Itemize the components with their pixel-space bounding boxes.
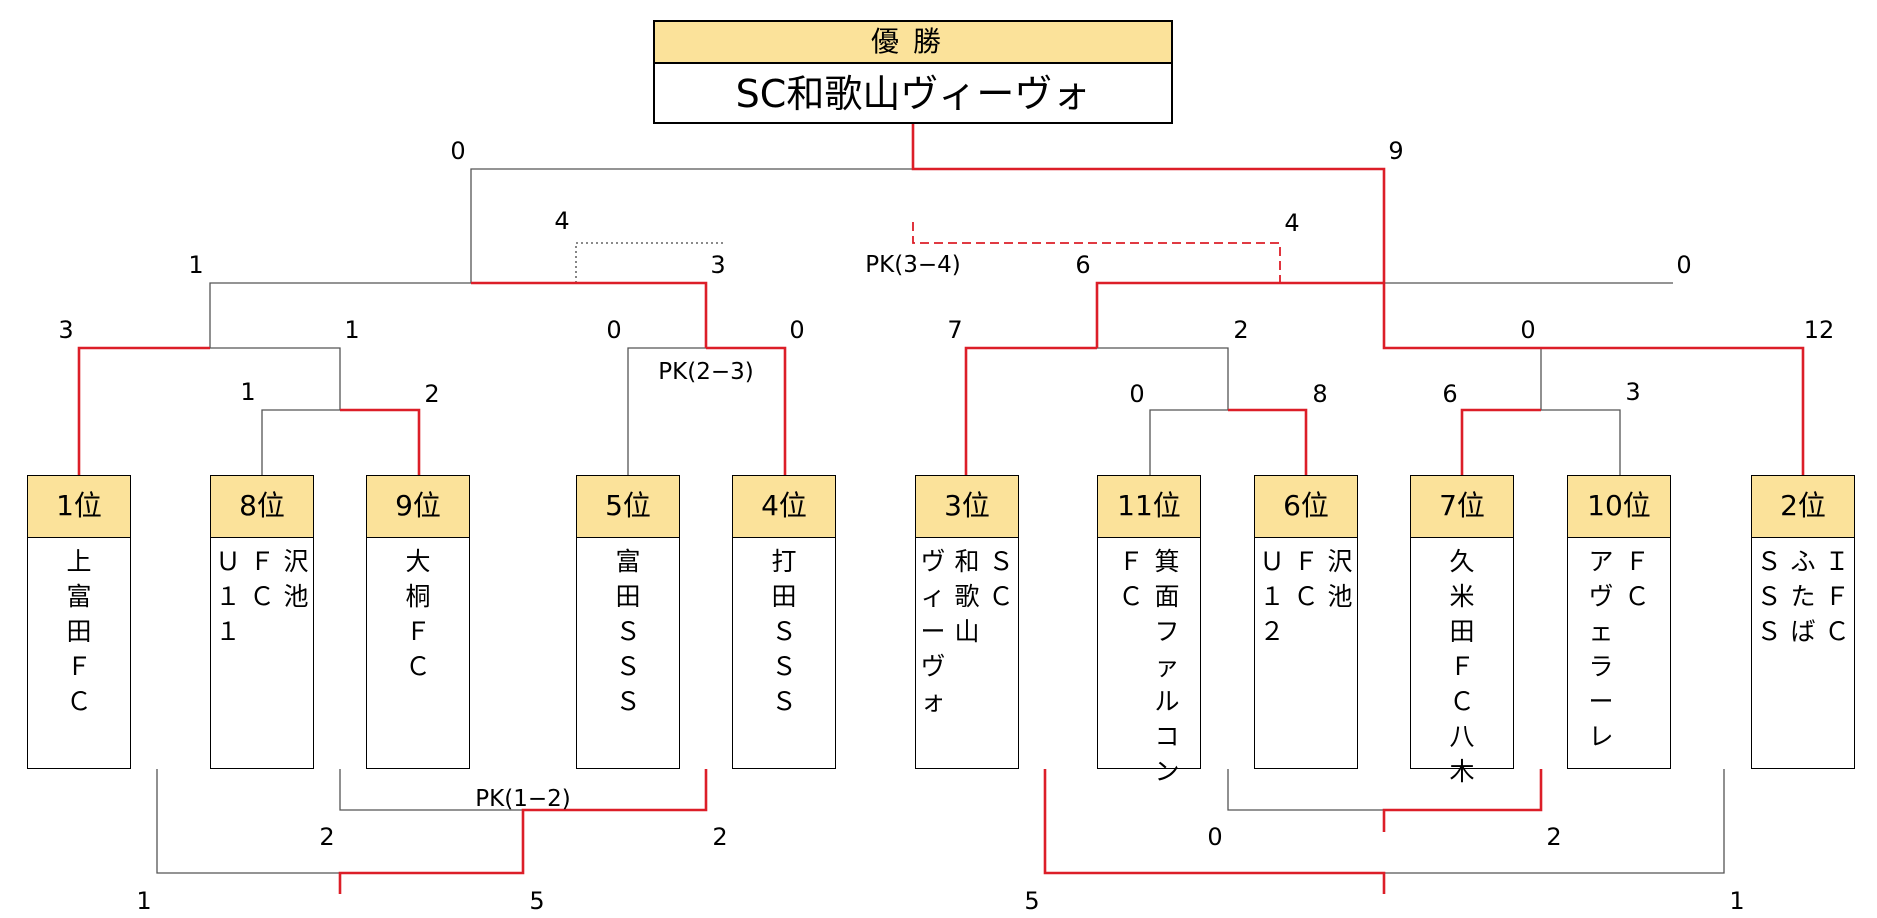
team-rank: 6位 [1255, 476, 1357, 538]
score-final-left: 0 [450, 137, 466, 165]
score-r1a-a: 1 [240, 378, 256, 406]
score-cl-inner-b: 2 [712, 823, 728, 851]
team-name-column: 箕面ファルコン [1154, 547, 1180, 786]
score-qf2-b: 0 [789, 316, 805, 344]
score-sf-right-a: 6 [1075, 251, 1091, 279]
score-r1c-b: 3 [1625, 378, 1641, 406]
score-cr-inner-b: 2 [1546, 823, 1562, 851]
score-qf3-b: 2 [1233, 316, 1249, 344]
team-name-column: 和歌山 [954, 547, 980, 646]
team-rank: 8位 [211, 476, 313, 538]
score-sf-left-a: 1 [188, 251, 204, 279]
score-r1b-a: 0 [1129, 380, 1145, 408]
score-qf1-a: 3 [58, 316, 74, 344]
team-rank: 4位 [733, 476, 835, 538]
champion-header: 優勝 [655, 22, 1171, 64]
loser-lines [156, 168, 1725, 874]
score-sf-right-b: 0 [1676, 251, 1692, 279]
score-third-right: 4 [1284, 209, 1300, 237]
score-sf-left-b: 3 [710, 251, 726, 279]
third-place-loser-line [575, 242, 724, 283]
score-r1b-b: 8 [1312, 380, 1328, 408]
team-rank: 10位 [1568, 476, 1670, 538]
team-name-column: 沢池 [283, 547, 309, 611]
score-cl-outer-a: 1 [136, 887, 152, 915]
team-rank: 1位 [28, 476, 130, 538]
score-qf1-b: 1 [344, 316, 360, 344]
score-r1c-a: 6 [1442, 380, 1458, 408]
score-qf3-a: 7 [947, 316, 963, 344]
score-qf2-a: 0 [606, 316, 622, 344]
pk-third-place: PK(3−4) [865, 252, 961, 278]
score-qf4-a: 0 [1520, 316, 1536, 344]
team-rank: 3位 [916, 476, 1018, 538]
score-r1a-b: 2 [424, 380, 440, 408]
team-rank: 7位 [1411, 476, 1513, 538]
champion-name: SC和歌山ヴィーヴォ [735, 72, 1091, 116]
score-cl-outer-b: 5 [529, 887, 545, 915]
team-rank: 2位 [1752, 476, 1854, 538]
third-place-winner-line [912, 222, 1281, 283]
pk-qf2: PK(2−3) [658, 359, 754, 385]
team-rank: 5位 [577, 476, 679, 538]
winner-lines [77, 124, 1805, 894]
score-final-right: 9 [1388, 137, 1404, 165]
score-cr-inner-a: 0 [1207, 823, 1223, 851]
score-third-left: 4 [554, 207, 570, 235]
team-rank: 9位 [367, 476, 469, 538]
score-cl-inner-a: 2 [319, 823, 335, 851]
team-name-column: ヴィーヴォ [920, 547, 946, 716]
team-name-column: 沢池 [1327, 547, 1353, 611]
team-name-column: アヴェラーレ [1588, 547, 1614, 751]
pk-consolation-left: PK(1−2) [475, 786, 571, 812]
champion-box: 優勝 SC和歌山ヴィーヴォ [653, 20, 1173, 124]
team-rank: 11位 [1098, 476, 1200, 538]
score-cr-outer-a: 5 [1024, 887, 1040, 915]
score-cr-outer-b: 1 [1729, 887, 1745, 915]
score-qf4-b: 12 [1803, 316, 1835, 344]
team-name-column: ふたば [1790, 547, 1816, 646]
